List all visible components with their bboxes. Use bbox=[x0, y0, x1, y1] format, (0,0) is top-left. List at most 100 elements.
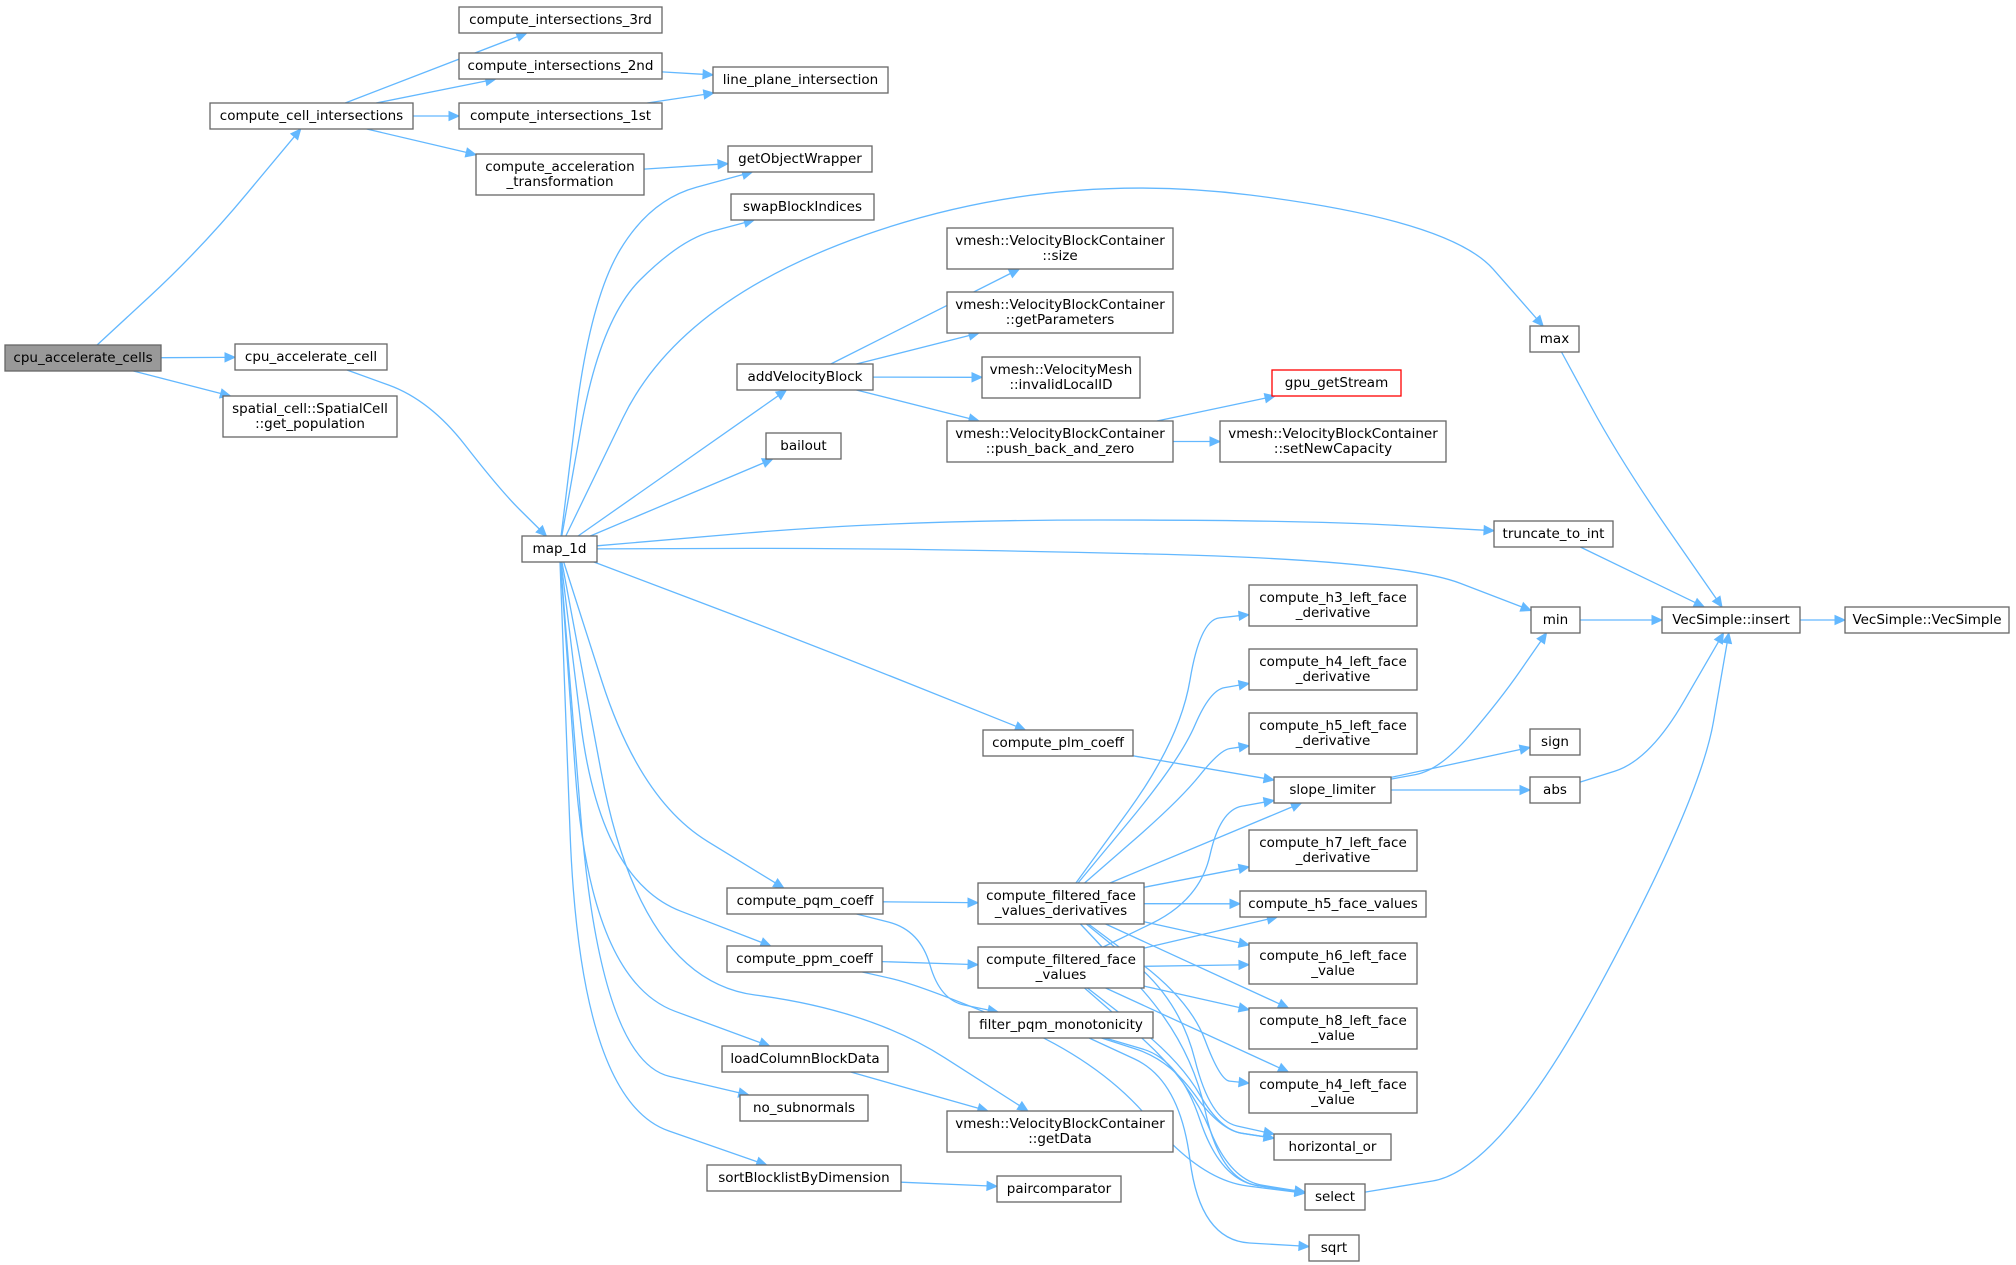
edge-arrowhead bbox=[986, 1180, 999, 1192]
function-node-vecsimple-vecsimple[interactable]: VecSimple::VecSimple bbox=[1844, 606, 2010, 634]
function-node-cpu-accelerate-cells[interactable]: cpu_accelerate_cells bbox=[4, 344, 162, 372]
function-node-no-subnormals[interactable]: no_subnormals bbox=[739, 1094, 869, 1122]
node-box bbox=[209, 102, 414, 130]
call-edge bbox=[1391, 784, 1532, 796]
call-edge bbox=[1580, 614, 1664, 626]
function-node-compute-h8-left-face-value[interactable]: compute_h8_left_face_value bbox=[1248, 1007, 1418, 1050]
function-node-getobjectwrapper[interactable]: getObjectWrapper bbox=[727, 145, 873, 173]
function-node-compute-intersections-1st[interactable]: compute_intersections_1st bbox=[458, 102, 663, 130]
node-box bbox=[1248, 829, 1418, 872]
edge-line bbox=[1101, 1037, 1265, 1138]
function-node-get-population[interactable]: spatial_cell::SpatialCell::get_populatio… bbox=[222, 395, 398, 438]
function-node-compute-plm-coeff[interactable]: compute_plm_coeff bbox=[982, 729, 1134, 757]
edge-line bbox=[561, 221, 745, 537]
edge-line bbox=[1156, 397, 1266, 422]
function-node-compute-h5-left-face-derivative[interactable]: compute_h5_left_face_derivative bbox=[1248, 712, 1418, 755]
edge-arrowhead bbox=[774, 389, 788, 401]
function-node-paircomparator[interactable]: paircomparator bbox=[996, 1175, 1122, 1203]
function-node-compute-h3-left-face-derivative[interactable]: compute_h3_left_face_derivative bbox=[1248, 584, 1418, 627]
function-node-max[interactable]: max bbox=[1529, 325, 1580, 353]
function-node-sortblocklistbydimension[interactable]: sortBlocklistByDimension bbox=[706, 1164, 902, 1192]
edge-line bbox=[1088, 923, 1240, 1083]
node-label: _derivative bbox=[1295, 669, 1371, 685]
call-edges bbox=[96, 31, 1847, 1252]
function-node-vm-invalidlocalid[interactable]: vmesh::VelocityMesh::invalidLocalID bbox=[981, 356, 1141, 399]
function-node-horizontal-or[interactable]: horizontal_or bbox=[1273, 1133, 1392, 1161]
function-node-compute-h7-left-face-derivative[interactable]: compute_h7_left_face_derivative bbox=[1248, 829, 1418, 872]
edge-arrowhead bbox=[1518, 744, 1532, 755]
call-edge bbox=[596, 519, 1496, 547]
node-label: cpu_accelerate_cells bbox=[13, 350, 152, 366]
function-node-filter-pqm-monotonicity[interactable]: filter_pqm_monotonicity bbox=[968, 1011, 1154, 1039]
function-node-compute-h4-left-face-derivative[interactable]: compute_h4_left_face_derivative bbox=[1248, 648, 1418, 691]
function-node-compute-intersections-3rd[interactable]: compute_intersections_3rd bbox=[458, 6, 663, 34]
function-node-sqrt[interactable]: sqrt bbox=[1308, 1234, 1360, 1262]
function-node-vbc-getparameters[interactable]: vmesh::VelocityBlockContainer::getParame… bbox=[946, 291, 1174, 334]
node-label: cpu_accelerate_cell bbox=[245, 349, 377, 365]
function-node-bailout[interactable]: bailout bbox=[765, 432, 842, 460]
function-node-addvelocityblock[interactable]: addVelocityBlock bbox=[736, 363, 874, 391]
function-node-vecsimple-insert[interactable]: VecSimple::insert bbox=[1661, 606, 1801, 634]
edge-line bbox=[881, 960, 969, 966]
function-node-swapblockindices[interactable]: swapBlockIndices bbox=[730, 193, 875, 221]
function-node-compute-filtered-face-values-derivatives[interactable]: compute_filtered_face_values_derivatives bbox=[977, 882, 1145, 925]
function-node-sign[interactable]: sign bbox=[1529, 728, 1581, 756]
edge-line bbox=[661, 71, 704, 75]
function-node-select[interactable]: select bbox=[1304, 1183, 1366, 1211]
function-node-compute-filtered-face-values[interactable]: compute_filtered_face_values bbox=[977, 946, 1145, 989]
edge-arrowhead bbox=[967, 959, 980, 970]
call-edge bbox=[1390, 631, 1548, 780]
edge-line bbox=[559, 561, 740, 1094]
node-label: _transformation bbox=[505, 174, 613, 190]
node-label: vmesh::VelocityBlockContainer bbox=[955, 1116, 1165, 1132]
function-node-compute-cell-intersections[interactable]: compute_cell_intersections bbox=[209, 102, 414, 130]
node-box bbox=[739, 1094, 869, 1122]
function-node-compute-h4-left-face-value[interactable]: compute_h4_left_face_value bbox=[1248, 1071, 1418, 1114]
node-box bbox=[1529, 728, 1581, 756]
edge-line bbox=[1132, 755, 1265, 779]
edge-arrowhead bbox=[1834, 614, 1847, 626]
edge-arrowhead bbox=[1293, 1185, 1307, 1197]
call-edge bbox=[133, 370, 232, 399]
edge-arrowhead bbox=[1237, 1002, 1251, 1013]
node-box bbox=[1493, 520, 1614, 548]
edge-line bbox=[577, 395, 779, 537]
function-node-cpu-accelerate-cell[interactable]: cpu_accelerate_cell bbox=[234, 343, 388, 371]
call-edge bbox=[413, 110, 461, 122]
edge-line bbox=[1105, 987, 1280, 1069]
node-box bbox=[726, 887, 884, 915]
function-node-compute-acceleration-transformation[interactable]: compute_acceleration_transformation bbox=[475, 153, 645, 196]
edge-line bbox=[1084, 746, 1240, 884]
function-node-compute-intersections-2nd[interactable]: compute_intersections_2nd bbox=[458, 52, 663, 80]
node-label: select bbox=[1315, 1189, 1355, 1205]
function-node-slope-limiter[interactable]: slope_limiter bbox=[1273, 776, 1392, 804]
node-label: spatial_cell::SpatialCell bbox=[232, 401, 388, 417]
edge-line bbox=[647, 93, 704, 104]
function-node-compute-ppm-coeff[interactable]: compute_ppm_coeff bbox=[726, 945, 883, 973]
node-box bbox=[946, 1110, 1174, 1153]
edge-line bbox=[1075, 615, 1240, 884]
function-node-gpu-getstream[interactable]: gpu_getStream bbox=[1271, 369, 1402, 397]
function-node-vbc-size[interactable]: vmesh::VelocityBlockContainer::size bbox=[946, 227, 1174, 270]
edge-arrowhead bbox=[1519, 601, 1533, 612]
function-node-compute-h5-face-values[interactable]: compute_h5_face_values bbox=[1239, 890, 1427, 918]
function-node-loadcolumnblockdata[interactable]: loadColumnBlockData bbox=[721, 1045, 889, 1073]
edge-arrowhead bbox=[289, 128, 302, 141]
function-node-truncate-to-int[interactable]: truncate_to_int bbox=[1493, 520, 1614, 548]
function-node-compute-h6-left-face-value[interactable]: compute_h6_left_face_value bbox=[1248, 942, 1418, 985]
function-node-min[interactable]: min bbox=[1530, 606, 1581, 634]
function-node-vbc-setnewcapacity[interactable]: vmesh::VelocityBlockContainer::setNewCap… bbox=[1219, 420, 1447, 463]
edge-arrowhead bbox=[1532, 314, 1544, 327]
node-box bbox=[1271, 369, 1402, 397]
node-box bbox=[475, 153, 645, 196]
function-node-line-plane-intersection[interactable]: line_plane_intersection bbox=[712, 66, 889, 94]
function-node-vbc-getdata[interactable]: vmesh::VelocityBlockContainer::getData bbox=[946, 1110, 1174, 1153]
function-node-vbc-push-back-and-zero[interactable]: vmesh::VelocityBlockContainer::push_back… bbox=[946, 420, 1174, 463]
function-node-map-1d[interactable]: map_1d bbox=[521, 535, 598, 563]
node-box bbox=[1248, 1071, 1418, 1114]
function-node-compute-pqm-coeff[interactable]: compute_pqm_coeff bbox=[726, 887, 884, 915]
edge-arrowhead bbox=[1238, 1076, 1251, 1088]
function-node-abs[interactable]: abs bbox=[1529, 776, 1581, 804]
node-label: min bbox=[1543, 612, 1568, 628]
edge-arrowhead bbox=[1536, 631, 1548, 645]
